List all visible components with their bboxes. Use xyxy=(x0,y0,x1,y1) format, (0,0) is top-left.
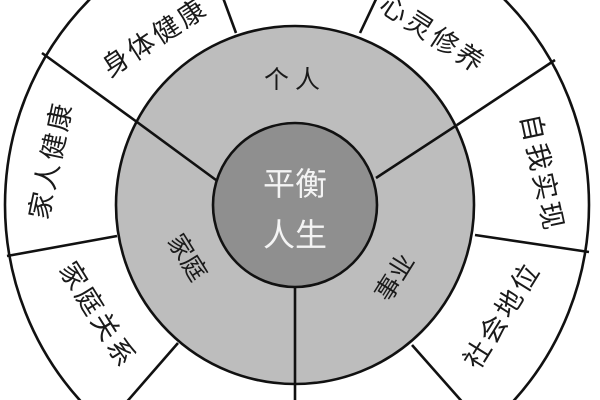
divider-mid-left xyxy=(6,234,118,258)
divider-top-left xyxy=(222,0,238,34)
divider-mid-right xyxy=(474,233,590,254)
center-title-line2: 人生 xyxy=(263,216,327,254)
divider-personal-family xyxy=(136,120,217,182)
divider-upper-left xyxy=(41,51,138,124)
divider-bottom-left xyxy=(126,342,179,400)
outer-dividers xyxy=(6,0,590,400)
divider-personal-career xyxy=(375,123,458,180)
divider-bottom-right xyxy=(411,344,463,400)
center-title-line1: 平衡 xyxy=(263,165,327,203)
center-circle xyxy=(211,121,379,289)
divider-top-right xyxy=(358,0,378,34)
middle-dividers xyxy=(136,120,458,400)
middle-label-personal: 个人 xyxy=(264,65,326,94)
divider-upper-right xyxy=(456,58,556,127)
